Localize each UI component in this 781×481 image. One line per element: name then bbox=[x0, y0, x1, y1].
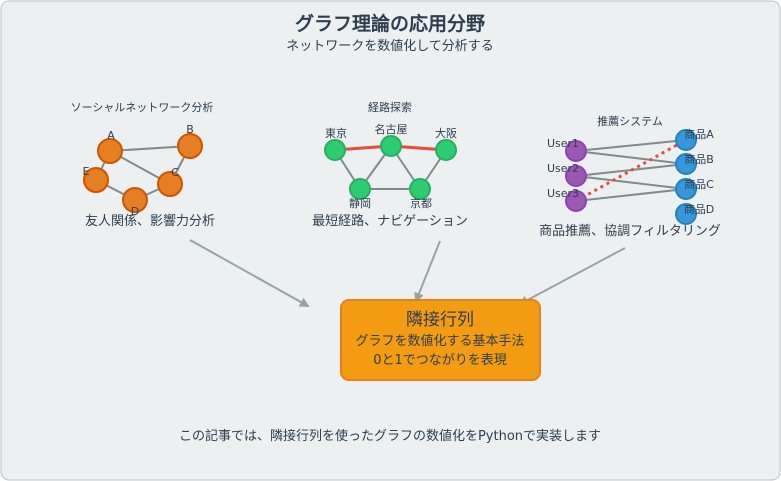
social-node-e bbox=[83, 167, 109, 193]
route-node-label: 静岡 bbox=[349, 196, 371, 210]
recommend-edge bbox=[575, 139, 687, 152]
item-node-label: 商品B bbox=[684, 152, 714, 166]
recommend-edge bbox=[575, 150, 687, 165]
route-description: 最短経路、ナビゲーション bbox=[312, 213, 468, 229]
route-node-label: 京都 bbox=[410, 196, 432, 210]
center-title: 隣接行列 bbox=[406, 310, 474, 330]
route-section-label: 経路探索 bbox=[368, 100, 412, 114]
route-node-label: 東京 bbox=[325, 126, 347, 140]
footer-text: この記事では、隣接行列を使ったグラフの数値化をPythonで実装します bbox=[179, 428, 601, 444]
item-node-label: 商品C bbox=[684, 177, 714, 191]
item-node-label: 商品A bbox=[684, 127, 714, 141]
user-node-3 bbox=[565, 190, 587, 212]
arrow-route-to-matrix bbox=[414, 240, 441, 303]
route-node-tokyo bbox=[324, 139, 346, 161]
user-node-1 bbox=[565, 140, 587, 162]
center-line-1: グラフを数値化する基本手法 bbox=[355, 333, 524, 349]
center-line-2: 0と1でつながりを表現 bbox=[373, 353, 507, 368]
item-node-d bbox=[675, 203, 697, 225]
route-node-kyoto bbox=[409, 178, 431, 200]
item-node-label: 商品D bbox=[684, 202, 714, 216]
social-node-label: D bbox=[131, 205, 139, 218]
social-node-b bbox=[177, 133, 203, 159]
arrow-recommend-to-matrix bbox=[518, 247, 626, 305]
recommend-edge bbox=[575, 175, 687, 190]
route-node-label: 名古屋 bbox=[375, 122, 408, 136]
recommend-edge bbox=[575, 188, 687, 202]
center-box bbox=[340, 299, 541, 381]
social-node-label: C bbox=[171, 166, 179, 179]
social-edge bbox=[109, 145, 191, 152]
page-subtitle: ネットワークを数値化して分析する bbox=[286, 38, 494, 54]
social-description: 友人関係、影響力分析 bbox=[85, 213, 215, 229]
social-node-c bbox=[157, 171, 183, 197]
arrow-social-to-matrix bbox=[189, 239, 310, 307]
user-node-2 bbox=[565, 165, 587, 187]
social-network-section: ソーシャルネットワーク分析 A B C D E 友人関係、影響力分析 bbox=[71, 100, 215, 229]
social-section-label: ソーシャルネットワーク分析 bbox=[71, 100, 214, 114]
route-node-osaka bbox=[435, 139, 457, 161]
route-node-label: 大阪 bbox=[435, 126, 457, 140]
social-node-label: A bbox=[107, 129, 115, 142]
recommendation-section: 推薦システム User1 User2 User3 商品A 商品B 商品C 商品D… bbox=[539, 114, 721, 239]
item-node-c bbox=[675, 178, 697, 200]
social-node-d bbox=[122, 187, 148, 213]
social-node-label: B bbox=[186, 123, 194, 136]
adjacency-matrix-box: 隣接行列 グラフを数値化する基本手法 0と1でつながりを表現 bbox=[340, 299, 541, 381]
route-search-section: 経路探索 東京 名古屋 大阪 静岡 京都 最短経路、ナビゲーション bbox=[312, 100, 468, 229]
user-node-label: User1 bbox=[547, 137, 579, 150]
route-node-nagoya bbox=[380, 135, 402, 157]
social-node-a bbox=[97, 138, 123, 164]
page-title: グラフ理論の応用分野 bbox=[295, 12, 485, 35]
flow-arrows bbox=[189, 239, 626, 307]
user-node-label: User2 bbox=[547, 162, 579, 175]
route-node-shizuoka bbox=[349, 178, 371, 200]
item-node-b bbox=[675, 153, 697, 175]
item-node-a bbox=[675, 129, 697, 151]
user-node-label: User3 bbox=[547, 187, 579, 200]
recommend-description: 商品推薦、協調フィルタリング bbox=[539, 224, 721, 239]
social-node-label: E bbox=[83, 165, 90, 178]
recommend-section-label: 推薦システム bbox=[597, 114, 663, 128]
